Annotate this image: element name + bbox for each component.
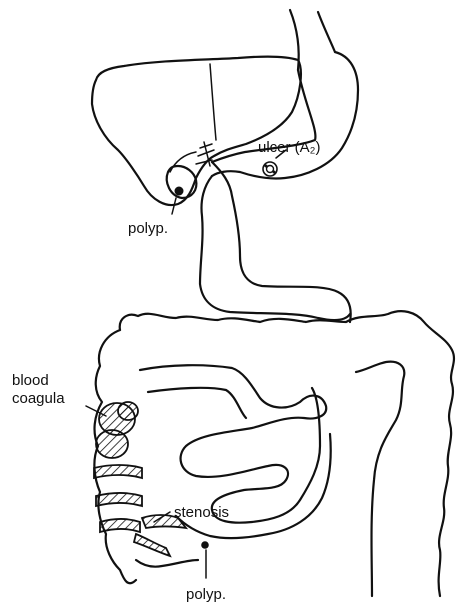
hatched-colon-segments bbox=[94, 465, 142, 532]
label-blood: blood bbox=[12, 372, 49, 389]
stomach bbox=[212, 52, 358, 179]
blood-coagula bbox=[96, 402, 138, 458]
colon-outline bbox=[120, 311, 454, 596]
polyp-marker-colon bbox=[201, 541, 209, 549]
label-coagula: coagula bbox=[12, 390, 65, 407]
polyp-marker-gallbladder bbox=[175, 187, 184, 196]
label-polyp-upper: polyp. bbox=[128, 220, 168, 237]
esophagus bbox=[290, 10, 335, 70]
label-stenosis: stenosis bbox=[174, 504, 229, 521]
duodenum bbox=[200, 162, 351, 322]
ulcer-lesion bbox=[263, 162, 277, 176]
small-intestine-loops bbox=[140, 365, 326, 522]
label-ulcer: ulcer (A₂) bbox=[258, 139, 321, 156]
label-polyp-lower: polyp. bbox=[186, 586, 226, 603]
